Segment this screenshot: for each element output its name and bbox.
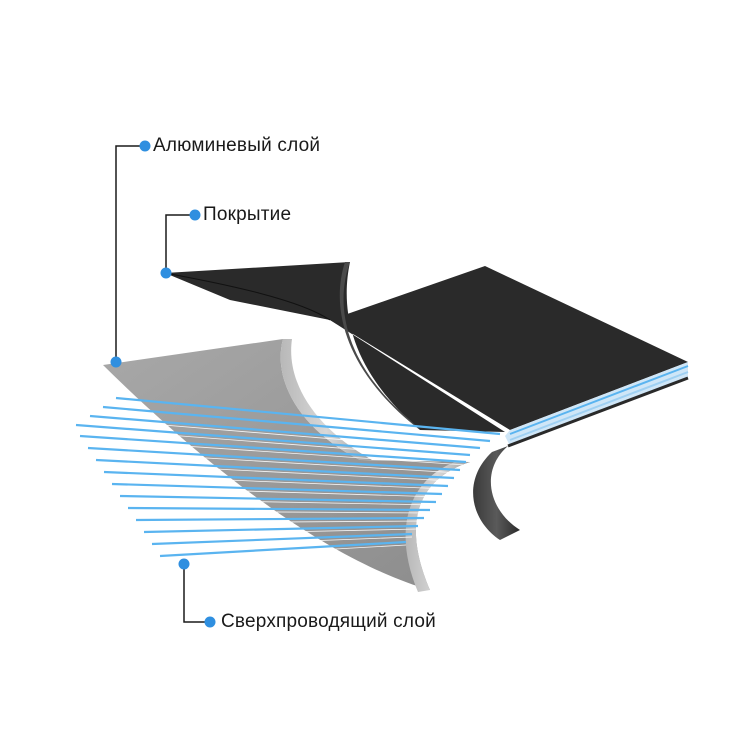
coating-flap [165,262,505,432]
superconducting-layer-label: Сверхпроводящий слой [221,611,436,632]
superconducting-fibers [75,396,501,558]
dot-aluminum-label [139,140,151,152]
dot-coating-anchor [160,267,172,279]
dot-aluminum-anchor [110,356,122,368]
coating-base-sheet [330,266,688,430]
coating-label: Покрытие [203,204,292,225]
dot-super-anchor [178,558,190,570]
aluminum-bottom-curl [405,462,470,592]
dot-coating-label [189,209,201,221]
coating-bottom-curl [473,446,520,540]
aluminum-layer-label: Алюминевый слой [153,135,321,156]
dot-super-label [204,616,216,628]
leader-aluminum [115,145,143,361]
leader-coating [165,214,194,272]
leader-super [183,565,208,623]
